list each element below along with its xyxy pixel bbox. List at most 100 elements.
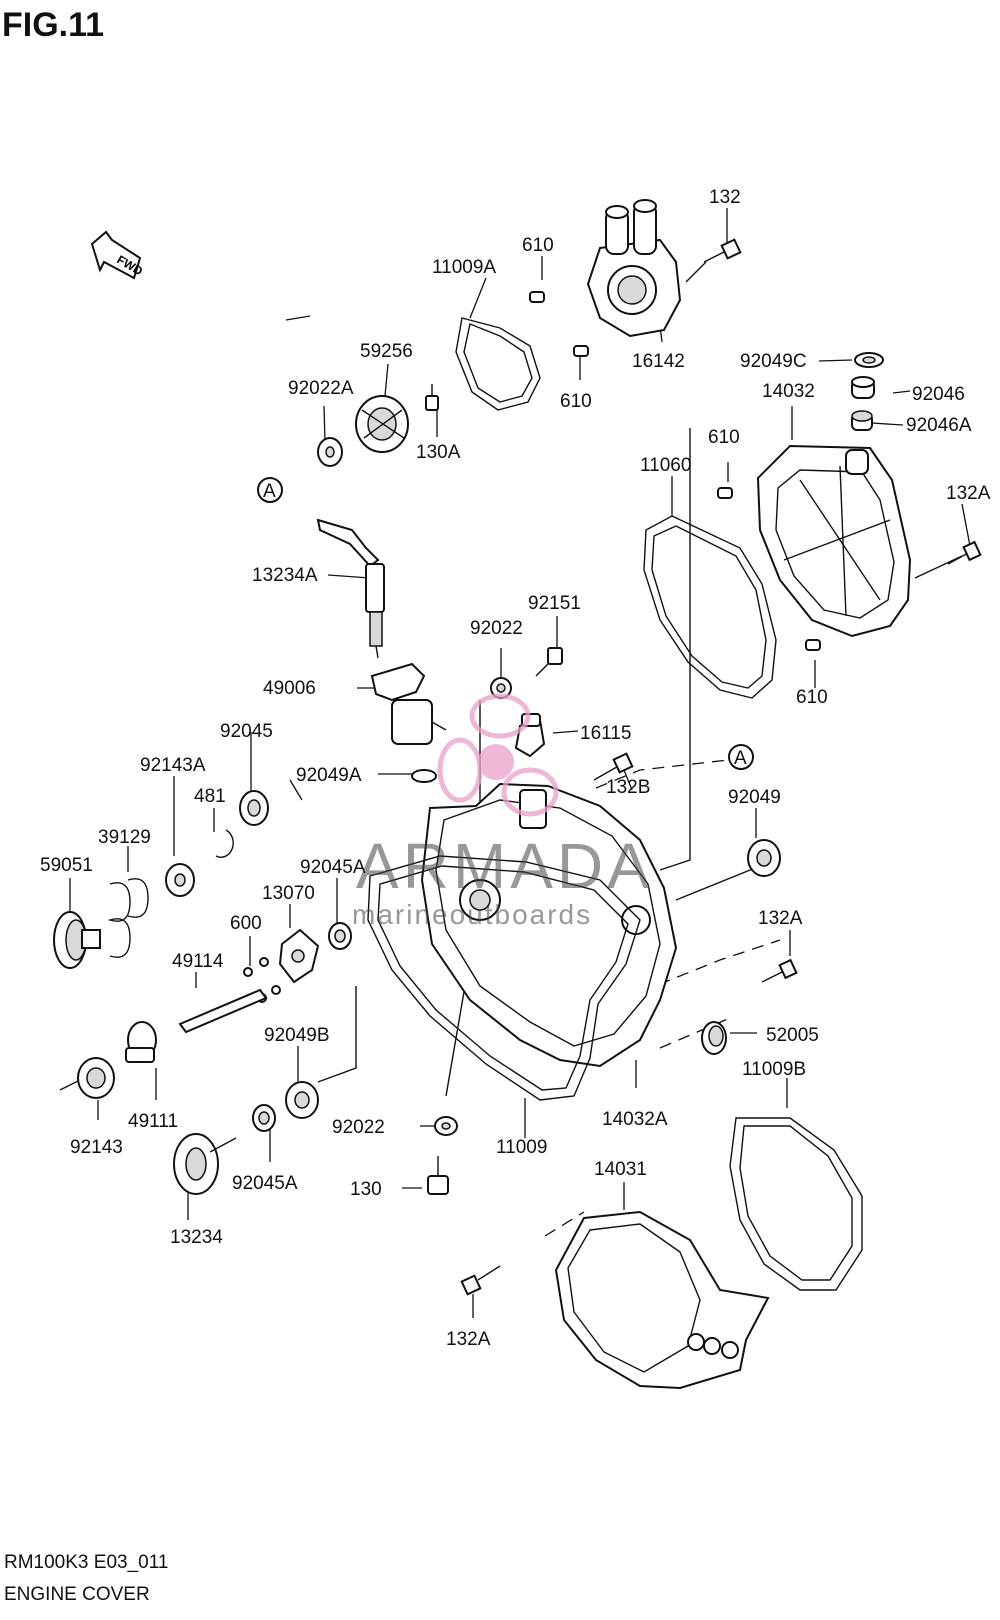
dowel-pin-610-d [805,639,821,651]
part-label: 92045A [232,1173,298,1194]
bolt-92151 [535,647,563,677]
part-label: 92046A [906,415,972,436]
part-label: 610 [796,687,828,708]
impeller-59256 [355,395,409,453]
figure-title: FIG.11 [2,6,104,44]
part-label: 610 [522,235,554,256]
svg-text:A: A [734,748,747,769]
part-label: 92143A [140,755,206,776]
watermark: ARMADA marineoutboards [352,693,654,930]
part-label: 92049B [264,1025,330,1046]
seal-92049b [285,1081,319,1119]
part-label: 13070 [262,883,315,904]
watermark-propeller-logo [437,693,559,817]
seal-92143 [77,1057,115,1099]
part-label: 92045A [300,857,366,878]
part-label: 130 [350,1179,382,1200]
seal-92049c [854,352,884,368]
part-label: 132 [709,187,741,208]
part-label: 59051 [40,855,93,876]
part-label: 14032A [602,1109,668,1130]
part-label: 92049C [740,351,807,372]
part-label: 92045 [220,721,273,742]
seal-92049 [747,839,781,877]
part-label: 49111 [128,1111,178,1132]
ref-marker-a-left: A [257,477,283,503]
dowel-pin-610-c [717,487,733,499]
part-label: 49114 [172,951,224,972]
watermark-brand: ARMADA [356,830,654,902]
plug-16115 [514,713,546,758]
magneto-cover-14031 [554,1210,770,1390]
bolt-132 [703,238,742,263]
fwd-arrow-icon: FWD [90,230,145,280]
engine-cover-14032a [420,782,678,1068]
spring-39129 [107,878,149,958]
part-label: 610 [560,391,592,412]
bolt-130 [427,1156,449,1195]
dowel-pin-610-b [573,345,589,357]
part-label: 16142 [632,351,685,372]
shaft-49111 [125,1021,157,1063]
figure-name: ENGINE COVER [4,1584,150,1605]
part-label: 13234 [170,1227,223,1248]
gasket-11009a [455,317,541,411]
bolt-132a-mid [761,958,798,983]
part-label: 16115 [580,723,631,744]
part-label: 92046 [912,384,965,405]
seal-92045a-lower [252,1104,276,1132]
part-label: 52005 [766,1025,819,1046]
gear-59051 [53,911,101,969]
part-label: 130A [416,442,461,463]
washer-92022-bottom [434,1116,458,1136]
water-pump-cover-16142 [586,199,682,338]
washer-92022a [317,437,343,467]
gear-13234 [173,1133,237,1195]
part-label: 132B [606,777,650,798]
part-label: 600 [230,913,262,934]
part-label: 92022A [288,378,354,399]
seal-92045a-upper [328,922,352,950]
part-label: 11009 [496,1137,547,1158]
washer-92022-top [490,677,512,699]
part-label: 610 [708,427,740,448]
watermark-tagline: marineoutboards [352,899,592,930]
part-label: 59256 [360,341,413,362]
bolt-132b [593,752,634,781]
part-label: 92022 [332,1117,385,1138]
plug-92046a [851,410,873,431]
seal-92049a [411,769,437,783]
svg-text:A: A [263,481,276,502]
governor-49006 [370,662,447,745]
part-label: 92022 [470,618,523,639]
part-label: 11060 [640,455,691,476]
bolt-132a-bottom [460,1265,501,1296]
part-label: 92143 [70,1137,123,1158]
ref-marker-a-right: A [728,744,754,770]
dowel-pin-610-a [529,291,545,303]
part-label: 481 [194,786,226,807]
gasket-11060 [643,515,777,699]
part-label: 39129 [98,827,151,848]
part-label: 132A [946,483,991,504]
plug-92046 [851,376,875,399]
part-labels: 132 610 11009A 16142 610 92049C 14032 92… [40,187,991,1350]
part-label: 11009B [742,1059,806,1080]
gasket-11009b [729,1117,863,1291]
washer-92143a [165,863,195,897]
part-label: 49006 [263,678,316,699]
part-label: 14032 [762,381,815,402]
seal-92045 [239,790,269,826]
part-label: 11009A [432,257,496,278]
clutch-cover-14032 [756,444,912,638]
part-label: 13234A [252,565,318,586]
bolt-132a-right [947,540,982,565]
rotor-13070 [278,928,320,984]
part-label: 92049 [728,787,781,808]
shaft-13234a [316,518,385,659]
shaft-49114 [178,988,268,1034]
gasket-11009 [367,855,641,1101]
part-label: 92049A [296,765,362,786]
bolt-130a [425,384,439,411]
